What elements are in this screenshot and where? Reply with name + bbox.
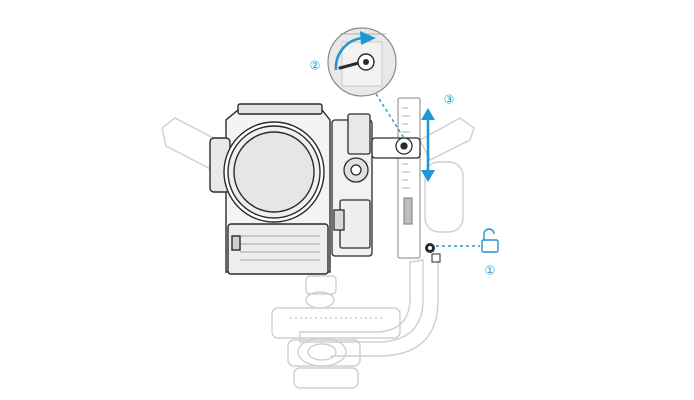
- mounting-bracket: [331, 113, 421, 257]
- lens-glass: [233, 131, 315, 213]
- base-grip: [293, 367, 359, 389]
- quick-release-plate: [271, 307, 401, 339]
- annotations: [334, 31, 499, 253]
- camera: [209, 103, 331, 275]
- inset-leader: [375, 93, 405, 139]
- rotate-arrow-head: [360, 31, 376, 45]
- roll-arm: [299, 259, 424, 343]
- callout-step-2: ②: [310, 59, 321, 73]
- base-knob: [297, 337, 347, 367]
- unlock-icon: [481, 228, 499, 253]
- vertical-arm: [397, 97, 421, 259]
- callout-step-1: ①: [485, 264, 496, 278]
- battery-compartment: [227, 223, 329, 275]
- vertical-arm-ruler: [397, 97, 421, 259]
- callout-step-3: ③: [444, 93, 455, 107]
- lock-screw: [425, 243, 441, 263]
- gimbal-background: [161, 117, 475, 389]
- roll-motor: [424, 161, 464, 233]
- callout-labels: ② ③ ①: [310, 59, 496, 278]
- rotate-arrow-icon: [334, 36, 363, 71]
